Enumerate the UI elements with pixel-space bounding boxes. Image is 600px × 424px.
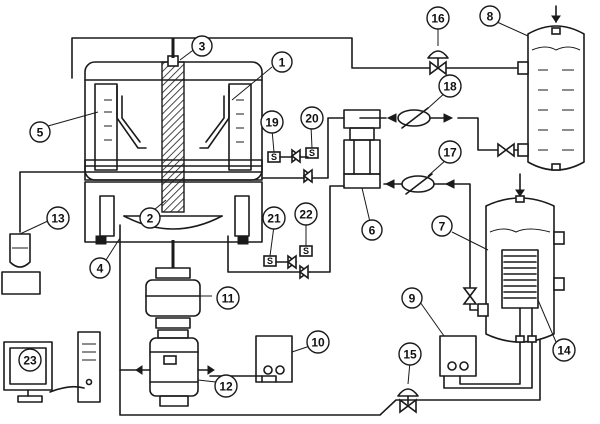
sensor-glyph: S [271,152,277,162]
callout-circle [46,206,70,230]
controller-9 [439,335,477,377]
callout-9: 9 [401,287,423,309]
tank-8 [517,5,585,171]
callout-circle [398,342,422,366]
callout-circle [431,215,453,237]
callout-18: 18 [438,74,462,98]
callout-8: 8 [479,5,501,27]
callout-label: 5 [37,126,44,140]
callout-label: 22 [299,208,313,222]
valve-group-lower: S S [263,245,313,280]
callout-10: 10 [306,330,330,354]
callout-circle [438,140,462,164]
callout-15: 15 [398,342,422,366]
callout-label: 9 [409,292,416,306]
callout-20: 20 [300,106,324,130]
valve-16 [427,50,449,76]
valve-top-right-8 [497,142,515,158]
callout-label: 15 [403,348,417,362]
callout-label: 8 [487,10,494,24]
piping [19,37,541,416]
callout-label: 7 [439,220,446,234]
callout-circle [401,287,423,309]
callout-circle [216,286,240,310]
callout-circle [361,219,383,241]
callout-label: 19 [265,116,279,130]
callout-17: 17 [438,140,462,164]
beaker-13 [1,233,41,295]
callout-label: 13 [51,212,65,226]
crystallizer-assembly [84,38,263,268]
callout-circle [294,202,318,226]
callout-circle [29,121,51,143]
callout-4: 4 [89,257,111,279]
callout-circle [271,51,293,73]
sensor-glyph: S [303,246,309,256]
callout-label: 17 [443,146,457,160]
callout-14: 14 [552,338,576,362]
drive-unit-11 [145,267,201,339]
callout-circle [552,338,576,362]
pump-6 [343,109,381,189]
callout-circle [479,5,501,27]
callout-23: 23 [18,348,42,372]
callout-11: 11 [216,286,240,310]
callout-label: 6 [369,224,376,238]
callout-circle [300,106,324,130]
computer-23 [3,331,101,403]
tank-7 [477,173,565,343]
callout-label: 11 [222,292,235,306]
callout-label: 14 [557,344,571,358]
callout-label: 20 [305,112,319,126]
callout-circle [306,330,330,354]
valve-7-inlet [462,287,478,305]
callout-1: 1 [271,51,293,73]
flowmeter-18 [386,107,454,129]
callout-circle [426,6,450,30]
heating-coil-14 [501,249,539,337]
callout-label: 10 [311,336,325,350]
callout-label: 2 [147,212,154,226]
callout-label: 23 [23,354,37,368]
flowmeter-17 [384,173,455,195]
callout-label: 4 [97,262,104,276]
callout-5: 5 [29,121,51,143]
callout-13: 13 [46,206,70,230]
callout-21: 21 [262,206,286,230]
valve-15 [397,388,419,414]
callout-circle [214,374,238,398]
callout-circle [438,74,462,98]
callout-circle [262,206,286,230]
callout-label: 21 [267,212,281,226]
leader-lines [19,21,557,385]
valve-group-upper: S S [267,147,319,184]
callout-circle [89,257,111,279]
callout-label: 3 [199,40,206,54]
controller-10 [255,335,293,383]
callout-16: 16 [426,6,450,30]
motor-12 [135,337,215,407]
sensor-glyph: S [309,148,315,158]
callout-circle [191,35,213,57]
callout-circle [18,348,42,372]
callout-7: 7 [431,215,453,237]
sensor-glyph: S [267,256,273,266]
callout-19: 19 [260,110,284,134]
callout-6: 6 [361,219,383,241]
callout-label: 18 [443,80,457,94]
callout-12: 12 [214,374,238,398]
callout-label: 16 [431,12,445,26]
callout-3: 3 [191,35,213,57]
callout-circle [260,110,284,134]
callout-label: 1 [279,56,286,70]
callout-2: 2 [139,207,161,229]
callout-circle [139,207,161,229]
callout-22: 22 [294,202,318,226]
callout-label: 12 [219,380,233,394]
